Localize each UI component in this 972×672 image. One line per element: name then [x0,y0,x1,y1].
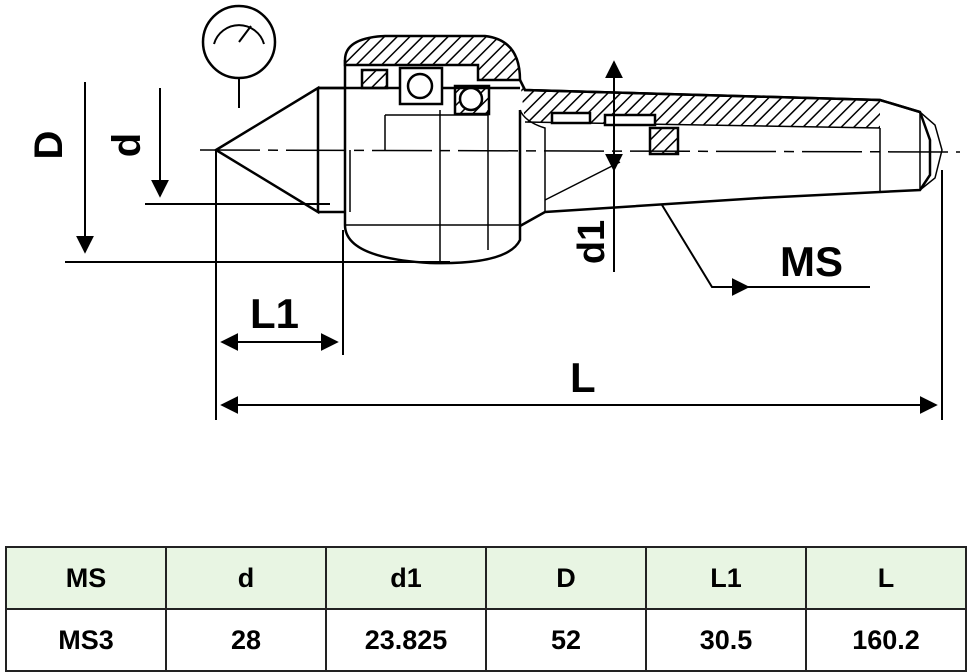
centerline [199,149,961,153]
live-center-drawing: D d d1 MS L1 L [27,4,961,420]
bearings [360,66,491,116]
spec-table: MS d d1 D L1 L MS3 28 23.825 52 30.5 160… [5,546,967,672]
table-header-cell: L [805,546,967,610]
table-cell: 160.2 [805,608,967,672]
dimension-MS-label: MS [780,238,843,285]
dimension-d-label: d [105,133,149,157]
dimension-L1 [215,150,344,420]
inner-cone [544,161,621,201]
table-header-row: MS d d1 D L1 L [5,546,967,610]
table-header-cell: L1 [645,546,807,610]
morse-taper-shank [518,79,943,228]
table-row: MS3 28 23.825 52 30.5 160.2 [5,608,967,672]
table-cell: 28 [165,608,327,672]
table-header-cell: MS [5,546,167,610]
table-cell: 52 [485,608,647,672]
table-header-cell: d1 [325,546,487,610]
hatched-cap [343,34,522,82]
table-cell: 23.825 [325,608,487,672]
dimension-L-label: L [570,354,596,401]
dimension-MS-leader [661,204,870,296]
dimension-L1-label: L1 [250,290,299,337]
dimension-D-label: D [27,131,71,160]
table-header-cell: D [485,546,647,610]
dimension-L [220,170,943,420]
dimension-d [145,88,330,205]
dimension-D [65,82,450,263]
table-header-cell: d [165,546,327,610]
dial-gauge-icon [201,4,277,108]
table-cell: MS3 [5,608,167,672]
dimension-d1-label: d1 [571,220,613,264]
table-cell: 30.5 [645,608,807,672]
